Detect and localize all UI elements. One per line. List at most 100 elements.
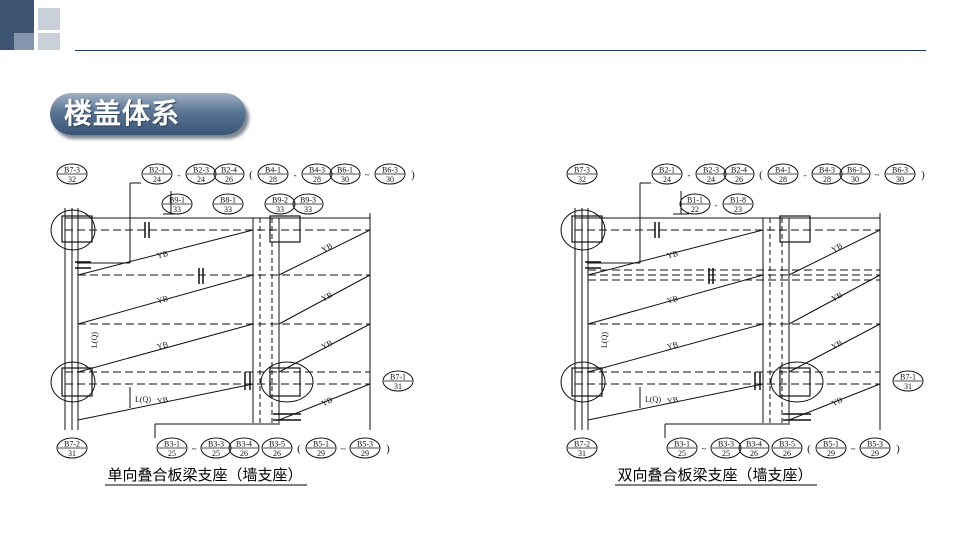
bottom-tag-B5-1-page: 29 xyxy=(827,449,835,458)
tag-tilde: ~ xyxy=(365,170,370,180)
tag-dash: - xyxy=(294,170,297,180)
slab-diagonal xyxy=(77,323,254,373)
tag-dash: - xyxy=(804,170,807,180)
bottom-tag-B3-5-outline xyxy=(771,437,803,459)
top-tag2-B8-1-id: B8-1 xyxy=(220,196,236,205)
side-tag-B7-1-id: B7-1 xyxy=(390,373,406,382)
top-tag-B2-1-id: B2-1 xyxy=(659,166,675,175)
top-tag2-B1-1-outline xyxy=(679,193,711,215)
top-tag-B6-3-outline xyxy=(884,163,916,185)
bottom-tag-B3-4-page: 26 xyxy=(240,449,248,458)
header-divider xyxy=(75,50,926,51)
corner-square-pale xyxy=(14,33,34,50)
top-tag-B2-4-outline xyxy=(723,163,755,185)
top-tag-B6-1-id: B6-1 xyxy=(847,166,863,175)
slab-diagonal xyxy=(788,274,881,325)
tag-tilde: ~ xyxy=(192,444,197,454)
top-tag-B4-1-id: B4-1 xyxy=(775,166,791,175)
top-tag-B4-1-id: B4-1 xyxy=(265,166,281,175)
bottom-tag-B3-3-page: 25 xyxy=(212,449,220,458)
top-tag-B7-3-page: 32 xyxy=(68,175,76,184)
column-box xyxy=(269,367,301,397)
tag-tilde: ~ xyxy=(851,444,856,454)
top-tag-B2-1-outline xyxy=(141,163,173,185)
bottom-tag-B3-1-id: B3-1 xyxy=(674,440,690,449)
top-tag2-B9-1-id: B9-1 xyxy=(169,196,185,205)
bottom-tag-B7-2-page: 31 xyxy=(68,449,76,458)
tag-paren-open: ( xyxy=(807,443,811,455)
tag-paren-close: ) xyxy=(411,169,415,181)
bottom-tag-B3-1-outline xyxy=(156,437,188,459)
bottom-tag-B3-5-page: 26 xyxy=(783,449,791,458)
tag-paren-close: ) xyxy=(921,169,925,181)
diagram-caption: 单向叠合板梁支座（墙支座） xyxy=(107,466,302,484)
slab-diagonal xyxy=(587,274,764,325)
bottom-tag-B7-2-page: 31 xyxy=(578,449,586,458)
top-tag-B6-3-outline xyxy=(374,163,406,185)
bottom-tag-B5-3-outline xyxy=(349,437,381,459)
yb-label: YB xyxy=(666,395,679,406)
lq-label: L(Q) xyxy=(135,395,151,404)
bottom-tag-B3-5-outline xyxy=(261,437,293,459)
slab-diagonal xyxy=(77,274,254,325)
yb-label: YB xyxy=(156,340,169,351)
top-tag-B2-1-id: B2-1 xyxy=(149,166,165,175)
top-tag-B6-3-page: 30 xyxy=(896,175,904,184)
slab-diagonal xyxy=(788,323,881,373)
tag-paren-open: ( xyxy=(249,169,253,181)
top-tag-B2-3-page: 24 xyxy=(707,175,715,184)
bottom-tag-B5-1-id: B5-1 xyxy=(313,440,329,449)
top-tag2-B9-1-page: 33 xyxy=(173,205,181,214)
top-tag-B2-3-id: B2-3 xyxy=(193,166,209,175)
slab-diagonal xyxy=(587,323,764,373)
top-tag-B4-1-page: 28 xyxy=(269,175,277,184)
side-tag-B7-1-outline xyxy=(892,370,924,392)
tag-tilde: ~ xyxy=(341,444,346,454)
top-tag-B6-1-outline xyxy=(839,163,871,185)
top-tag-B6-1-id: B6-1 xyxy=(337,166,353,175)
top-tag-B2-4-page: 26 xyxy=(735,175,743,184)
yb-label: YB xyxy=(830,338,844,351)
yb-label: YB xyxy=(320,338,334,351)
top-tag2-B1-8-page: 23 xyxy=(734,205,742,214)
bottom-tag-B3-4-id: B3-4 xyxy=(236,440,252,449)
slab-diagonal xyxy=(587,383,764,421)
bottom-tag-B5-3-outline xyxy=(859,437,891,459)
side-tag-B7-1-page: 31 xyxy=(394,382,402,391)
column-box xyxy=(61,215,93,243)
top-tag-B4-3-id: B4-3 xyxy=(819,166,835,175)
lq-vertical-label: L(Q) xyxy=(90,332,99,348)
top-tag-B2-4-id: B2-4 xyxy=(731,166,747,175)
top-tag-B2-4-id: B2-4 xyxy=(221,166,237,175)
slab-diagonal xyxy=(278,323,371,373)
column-box xyxy=(571,215,603,243)
tag-paren-close: ) xyxy=(386,443,390,455)
top-tag-B6-3-page: 30 xyxy=(386,175,394,184)
top-tag2-B8-1-outline xyxy=(212,193,244,215)
top-tag-B6-1-outline xyxy=(329,163,361,185)
top-tag2-B9-3-id: B9-3 xyxy=(300,196,316,205)
top-tag-B2-3-id: B2-3 xyxy=(703,166,719,175)
bottom-tag-B3-3-id: B3-3 xyxy=(208,440,224,449)
detail-circle xyxy=(560,361,606,403)
lq-vertical-label: L(Q) xyxy=(600,332,609,348)
bottom-tag-B3-4-outline xyxy=(738,437,770,459)
top-tag2-B9-2-id: B9-2 xyxy=(272,196,288,205)
tag-paren-open: ( xyxy=(297,443,301,455)
top-tag2-B9-3-page: 33 xyxy=(304,205,312,214)
column-box xyxy=(269,215,301,243)
tag-dash: - xyxy=(715,200,718,210)
detail-circle xyxy=(770,361,824,403)
top-tag-B2-1-page: 24 xyxy=(153,175,161,184)
top-tag-B7-3-id: B7-3 xyxy=(574,166,590,175)
bottom-tag-B3-1-page: 25 xyxy=(168,449,176,458)
lq-label: L(Q) xyxy=(645,395,661,404)
top-tag2-B1-8-id: B1-8 xyxy=(730,196,746,205)
top-tag-B4-3-page: 28 xyxy=(313,175,321,184)
top-tag-B2-1-outline xyxy=(651,163,683,185)
top-tag-B4-1-outline xyxy=(767,163,799,185)
bottom-tag-B3-4-outline xyxy=(228,437,260,459)
bottom-tag-B5-1-id: B5-1 xyxy=(823,440,839,449)
top-tag-B2-3-page: 24 xyxy=(197,175,205,184)
bottom-tag-B3-5-id: B3-5 xyxy=(269,440,285,449)
